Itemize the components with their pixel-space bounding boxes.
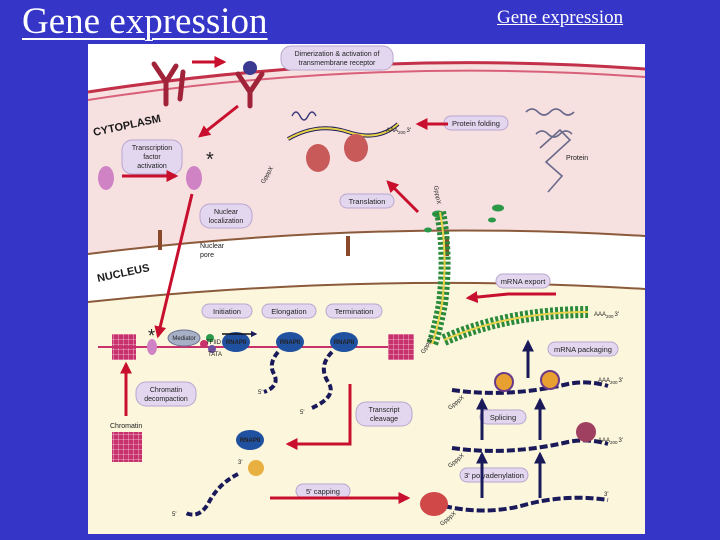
transcription-factor-inactive [98, 166, 114, 190]
five-prime-label-2: 5' [300, 410, 304, 416]
splicing-box: Splicing [479, 409, 527, 425]
mrna-export-box: mRNA export [495, 273, 551, 289]
compact-chromatin [112, 432, 142, 462]
packaged-mrnp [441, 306, 589, 346]
polyadenylation-box: 3' polyadenylation [459, 467, 529, 483]
translation-text: Translation [349, 197, 386, 206]
transcript-cleavage-text-2: cleavage [370, 416, 398, 423]
five-prime-label-3: 5' [172, 512, 176, 518]
translation-box: Translation [339, 193, 395, 209]
transcript-cleavage-arrow [285, 384, 352, 450]
rnapii-initiation [222, 332, 250, 352]
slide-title: Gene expression [22, 1, 268, 42]
polya-label-top: AAA2003' [386, 128, 411, 135]
nascent-transcript-2 [311, 350, 334, 410]
tfiid-label: TFIID [206, 340, 222, 346]
transcription-factor-active [186, 166, 202, 190]
five-capping-text: 5' capping [306, 487, 340, 496]
nuclear-localization-text-1: Nuclear [214, 209, 239, 216]
activation-asterisk-bottom: * [148, 326, 155, 346]
cap-binding-complex [420, 492, 448, 516]
splicing-text: Splicing [490, 413, 516, 422]
termination-box: Termination [325, 303, 383, 319]
dimerization-text-2: transmembrane receptor [299, 60, 376, 67]
mrna-export-arrow [465, 291, 557, 304]
nuclear-envelope-inner [88, 281, 645, 303]
nuclear-localization-arrow [154, 193, 194, 339]
spliced-mrna [451, 380, 609, 395]
gene-expression-figure: CYTOPLASM NUCLEUS Dimerization & activat… [88, 44, 645, 534]
rnapii-label-4: RNAPII [240, 438, 261, 444]
pre-mrna-capping [183, 472, 239, 517]
mrna-export-text: mRNA export [501, 277, 547, 286]
folded-protein [525, 108, 575, 193]
chromatin-block-right [388, 334, 414, 360]
nuclear-localization-box: Nuclear localization [199, 203, 253, 229]
elongation-box: Elongation [261, 303, 317, 319]
three-prime-label-bottom: 3' [604, 492, 608, 498]
mediator-label: Mediator [172, 336, 195, 342]
nuclear-pore [158, 230, 162, 250]
translating-mrna [287, 111, 400, 172]
tata-label: TATA [208, 352, 222, 358]
header-title[interactable]: Gene expression [497, 7, 624, 28]
chromatin-decompaction-text-2: decompaction [144, 396, 188, 403]
chromatin-label: Chromatin [110, 423, 142, 430]
receptor-inactive [151, 61, 186, 107]
protein-folding-text: Protein folding [452, 119, 500, 128]
five-capping-box: 5' capping [295, 483, 351, 499]
polyadenylation-text: 3' polyadenylation [464, 471, 524, 480]
translation-arrow [386, 180, 420, 214]
tf-activation-box: Transcription factor activation [121, 139, 183, 175]
mediator-complex [167, 329, 201, 347]
polya-binding-protein [576, 422, 596, 442]
cap-label-mid: GpppX [432, 185, 441, 204]
nuclear-pore-label-1: Nuclear [200, 243, 225, 250]
bound-transcription-factor [147, 339, 157, 355]
chromatin-decompaction-text-1: Chromatin [150, 387, 182, 394]
rnapii-label-3: RNAPII [334, 340, 355, 346]
initiation-box: Initiation [201, 303, 253, 319]
polya-label-splice: AAA2003' [598, 378, 623, 385]
receptor-to-tf-arrow [198, 104, 239, 138]
nuclear-localization-text-2: localization [209, 218, 244, 225]
dimerization-box: Dimerization & activation of transmembra… [280, 45, 394, 71]
capping-enzyme [248, 460, 264, 476]
protein-folding-box: Protein folding [443, 115, 509, 131]
transcript-cleavage-text-1: Transcript [369, 407, 400, 414]
initiation-text: Initiation [213, 307, 241, 316]
five-prime-label-1: 5' [258, 390, 262, 396]
rnapii-elongation [276, 332, 304, 352]
mrna-packaging-box: mRNA packaging [547, 341, 619, 357]
spliceosome-1 [494, 372, 514, 392]
chromatin-decompaction-box: Chromatin decompaction [135, 381, 197, 407]
elongation-text: Elongation [271, 307, 306, 316]
rnapii-label-1: RNAPII [226, 340, 247, 346]
capped-pre-mrna [443, 495, 609, 513]
polya-label-mid: AAA2003' [598, 438, 623, 445]
tf-activation-text-2: factor [143, 154, 161, 161]
rnapii-released [236, 430, 264, 450]
transcript-cleavage-box: Transcript cleavage [355, 401, 413, 427]
rnapii-termination [330, 332, 358, 352]
polya-label-package: AAA2003' [594, 312, 619, 319]
nascent-transcript-1 [263, 350, 280, 394]
exported-mrna [426, 210, 451, 347]
protein-label: Protein [566, 155, 588, 162]
rnapii-label-2: RNAPII [280, 340, 301, 346]
termination-text: Termination [335, 307, 374, 316]
tf-activation-text-1: Transcription [132, 145, 172, 152]
activation-asterisk-top: * [206, 149, 214, 171]
polyadenylated-mrna [451, 438, 609, 453]
mrna-packaging-text: mRNA packaging [554, 345, 612, 354]
three-prime-label-capping: 3' [238, 460, 242, 466]
tf-activation-text-3: activation [137, 163, 167, 170]
receptor-dimer [235, 61, 265, 109]
dimerization-text-1: Dimerization & activation of [295, 51, 380, 58]
nuclear-envelope-outer [88, 229, 645, 255]
nuclear-pore-label-2: pore [200, 252, 214, 259]
spliceosome-2 [540, 370, 560, 390]
